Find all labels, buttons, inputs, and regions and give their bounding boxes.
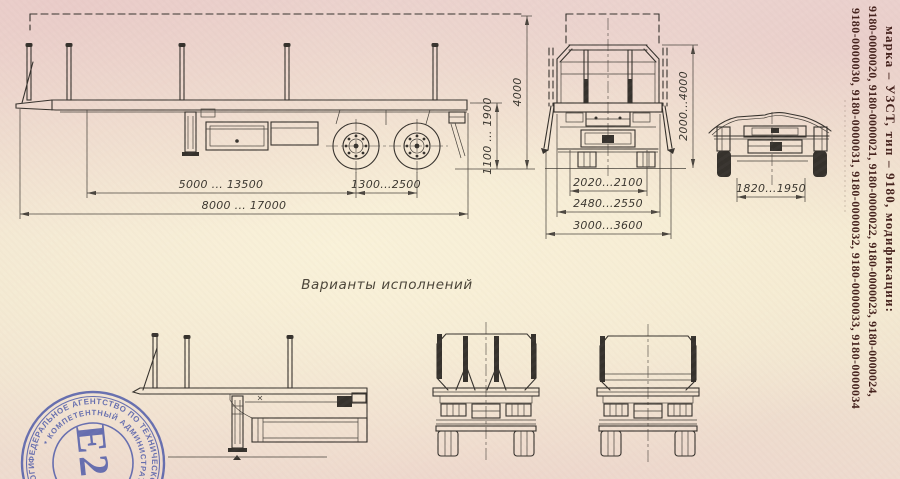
stamp-inner-ring — [52, 422, 134, 479]
dim-platform-height: 1100 ... 1900 — [481, 97, 494, 174]
platform-frame — [15, 61, 468, 118]
variant-rear-view-stakes — [432, 322, 540, 462]
landing-leg — [182, 111, 199, 156]
variant-side-view — [131, 333, 368, 460]
dim-frame-width: 2480...2550 — [573, 197, 643, 210]
rear-view-drawing — [541, 13, 686, 176]
margin-line-2: 9180-0000020, 9180-0000021, 9180-0000022… — [866, 6, 880, 397]
max-outline-dashed — [565, 13, 660, 45]
variants-caption: Варианты исполнений — [301, 277, 473, 293]
wheel-lugs — [344, 134, 429, 158]
stamp-outer-ring — [20, 390, 166, 479]
dim-wheelbase: 5000 ... 13500 — [179, 178, 264, 191]
dim-body-height: 2000...4000 — [677, 71, 690, 141]
side-view-dimensions: 5000 ... 13500 1300...2500 8000 ... 1700… — [19, 15, 535, 219]
stamp-center-code: Е22 — [66, 423, 120, 479]
margin-title: марка – УЗСТ, тип – 9180, модификации: 9… — [849, 6, 898, 409]
variant-rear-view-plain — [596, 324, 700, 462]
dim-track-width: 1820...1950 — [736, 182, 806, 195]
margin-line-1: марка – УЗСТ, тип – 9180, модификации: — [883, 26, 898, 313]
dim-axle-spacing: 1300...2500 — [351, 178, 421, 191]
support-jack — [228, 395, 247, 460]
rear-undercarriage — [553, 102, 663, 168]
stakes — [25, 43, 439, 101]
dim-overall-length: 8000 ... 17000 — [202, 199, 287, 212]
rear-view-dimensions: 2020...2100 2480...2550 3000...3600 2000… — [545, 44, 698, 239]
stake-body — [556, 44, 660, 104]
cg-mark — [257, 395, 263, 401]
suspension — [335, 109, 431, 125]
margin-line-3: 9180-0000030, 9180-0000031, 9180-0000032… — [849, 8, 863, 409]
toolbox — [205, 121, 319, 151]
front-view-dimensions: 1820...1950 — [736, 178, 806, 202]
dim-overall-height: 4000 — [511, 77, 524, 106]
front-view-drawing — [708, 112, 832, 185]
max-height-dashed-line — [29, 13, 522, 31]
stamp-middle-ring — [25, 395, 161, 479]
side-view-drawing — [15, 13, 522, 176]
folded-stakes-dashed — [541, 47, 675, 154]
rear-underride — [448, 111, 466, 159]
dim-overall-width: 3000...3600 — [573, 219, 643, 232]
dim-inner-width: 2020...2100 — [573, 176, 643, 189]
certification-stamp: ФЕДЕРАЛЬНОЕ АГЕНТСТВО ПО ТЕХНИЧЕСКОМУ РЕ… — [0, 0, 166, 479]
tandem-wheels — [326, 119, 448, 176]
